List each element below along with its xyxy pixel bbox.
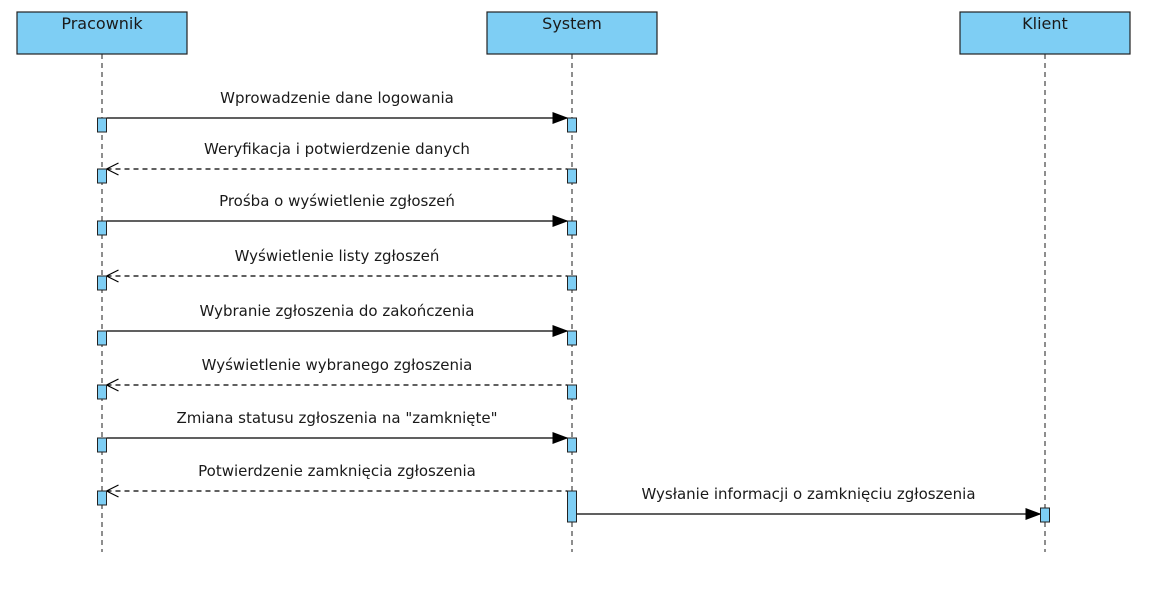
activation-pracownik-8 [97,490,107,506]
message-3: Prośba o wyświetlenie zgłoszeń [106,192,569,227]
actor-label-system: System [542,14,602,33]
message-label-9: Wysłanie informacji o zamknięciu zgłosze… [641,485,975,503]
actor-box-pracownik [16,11,188,55]
activation-pracownik-6 [97,384,107,400]
message-4: Wyświetlenie listy zgłoszeń [107,247,568,276]
actor-label-pracownik: Pracownik [61,14,143,33]
activation-system-final [567,490,577,523]
activation-system-7 [567,437,577,453]
activation-pracownik-7 [97,437,107,453]
actor-pracownik: Pracownik [16,11,188,55]
activation-system-6 [567,384,577,400]
message-label-2: Weryfikacja i potwierdzenie danych [204,140,470,158]
message-label-7: Zmiana statusu zgłoszenia na "zamknięte" [176,409,497,427]
message-label-5: Wybranie zgłoszenia do zakończenia [200,302,475,320]
activation-system-5 [567,330,577,346]
activation-klient-final [1040,507,1050,523]
message-5: Wybranie zgłoszenia do zakończenia [106,302,569,337]
message-2: Weryfikacja i potwierdzenie danych [107,140,568,169]
actor-system: System [486,11,658,55]
message-label-6: Wyświetlenie wybranego zgłoszenia [202,356,473,374]
activation-system-3 [567,220,577,236]
activation-pracownik-1 [97,117,107,133]
actor-label-klient: Klient [1022,14,1068,33]
message-6: Wyświetlenie wybranego zgłoszenia [107,356,568,385]
message-label-1: Wprowadzenie dane logowania [220,89,454,107]
message-1: Wprowadzenie dane logowania [106,89,569,124]
message-7: Zmiana statusu zgłoszenia na "zamknięte" [106,409,569,444]
activation-system-1 [567,117,577,133]
message-label-3: Prośba o wyświetlenie zgłoszeń [219,192,455,210]
message-label-8: Potwierdzenie zamknięcia zgłoszenia [198,462,476,480]
activation-pracownik-3 [97,220,107,236]
activation-system-4 [567,275,577,291]
message-8: Potwierdzenie zamknięcia zgłoszenia [107,462,568,491]
activation-system-2 [567,168,577,184]
activation-pracownik-2 [97,168,107,184]
activation-pracownik-4 [97,275,107,291]
message-9: Wysłanie informacji o zamknięciu zgłosze… [576,485,1042,520]
message-label-4: Wyświetlenie listy zgłoszeń [235,247,440,265]
actor-klient: Klient [959,11,1131,55]
actor-box-klient [959,11,1131,55]
actor-box-system [486,11,658,55]
activation-pracownik-5 [97,330,107,346]
